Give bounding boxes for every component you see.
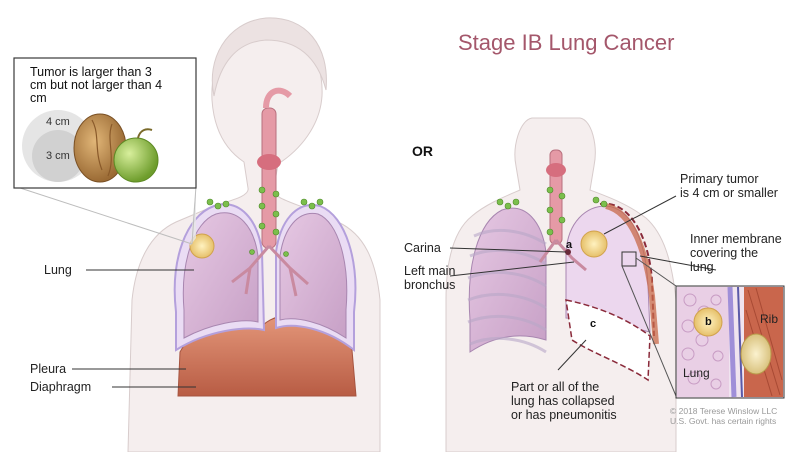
collapsed-label-3: or has pneumonitis — [511, 408, 617, 422]
marker-b: b — [705, 316, 712, 328]
left-airway-upper — [263, 87, 293, 109]
membrane-label-3: lung — [690, 260, 714, 274]
marker-c: c — [590, 318, 597, 330]
right-tumor — [580, 230, 608, 258]
rib-label: Rib — [760, 312, 779, 326]
membrane-label-2: covering the — [690, 246, 759, 260]
left-lymph-nodes — [206, 186, 324, 257]
diaphragm-label: Diaphragm — [30, 380, 92, 394]
detail-inset — [675, 285, 785, 399]
carina-pointer — [449, 247, 567, 253]
bronchus-pointer — [449, 261, 575, 277]
marker-a: a — [566, 239, 573, 251]
membrane-pointer — [639, 255, 717, 271]
lung-label: Lung — [44, 263, 72, 277]
grape-stem — [137, 128, 153, 139]
size-label-3cm: 3 cm — [46, 150, 70, 162]
inset-description: Tumor is larger than 3 cm but not larger… — [30, 65, 163, 105]
primary-tumor-label-2: is 4 cm or smaller — [680, 186, 778, 200]
collapsed-pointer — [557, 339, 587, 371]
collapsed-label-1: Part or all of the — [511, 380, 600, 394]
walnut-ridges — [91, 119, 113, 177]
inset-callout-line-1 — [191, 185, 197, 245]
right-thyroid — [546, 163, 566, 177]
tumor-pointer — [603, 195, 677, 235]
pleura-label: Pleura — [30, 362, 67, 376]
primary-tumor-label-1: Primary tumor — [680, 172, 759, 186]
size-circle-3cm — [32, 130, 84, 182]
detail-connector-1 — [635, 257, 677, 287]
left-lung-left — [279, 212, 348, 339]
right-torso-outline — [445, 117, 677, 452]
detail-connector-2 — [621, 265, 677, 397]
carina-label: Carina — [404, 241, 441, 255]
collapsed-region — [565, 299, 651, 382]
copyright-line-2: U.S. Govt. has certain rights — [670, 416, 777, 426]
left-bronchi — [231, 244, 309, 297]
chest-wall — [605, 203, 659, 345]
left-body-figure — [127, 17, 381, 452]
detail-lung-label: Lung — [683, 366, 710, 380]
detail-tumor — [693, 307, 723, 337]
membrane-label-1: Inner membrane — [690, 232, 782, 246]
left-thyroid — [257, 154, 281, 170]
right-lymph-nodes — [496, 186, 608, 236]
right-ribs — [467, 229, 547, 354]
detail-selector — [621, 251, 637, 267]
inset-callout-line-2 — [13, 185, 193, 245]
copyright-line-1: © 2018 Terese Winslow LLC — [670, 406, 778, 416]
or-label: OR — [412, 143, 433, 159]
detail-pleura-inner — [727, 286, 737, 398]
carina-marker — [565, 249, 571, 255]
grape-image — [113, 137, 159, 183]
detail-lung-tissue — [677, 287, 729, 397]
left-main-bronchus-label-1: Left main — [404, 264, 456, 278]
left-hair — [211, 17, 327, 97]
page-title: Stage IB Lung Cancer — [458, 30, 675, 55]
left-main-bronchus-label-2: bronchus — [404, 278, 456, 292]
size-label-4cm: 4 cm — [46, 116, 70, 128]
detail-pleura-outer — [737, 286, 743, 398]
right-body-figure — [445, 117, 677, 452]
collapsed-label-2: lung has collapsed — [511, 394, 615, 408]
detail-rib — [740, 333, 772, 375]
